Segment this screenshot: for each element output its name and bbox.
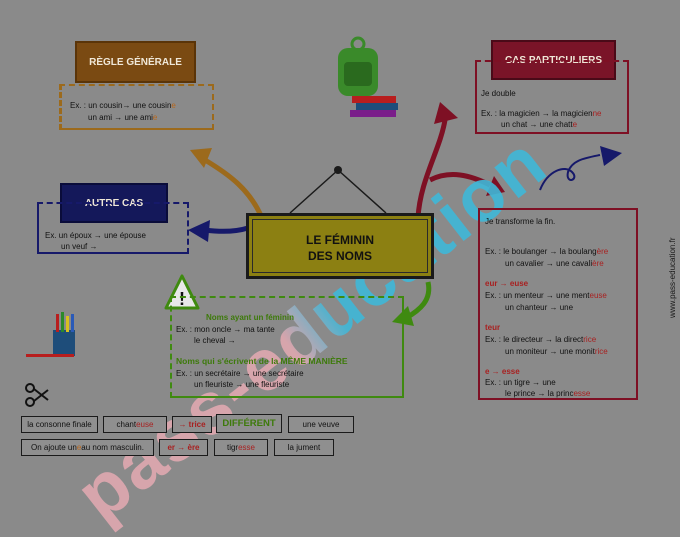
connector-layer: ! [25, 36, 622, 407]
warning-icon: ! [164, 274, 200, 310]
scissors-icon [25, 383, 49, 407]
chip-on-ajoute[interactable]: On ajoute un e au nom masculin. [21, 439, 154, 456]
transform-ex4a: Ex. : un tigre → une [485, 378, 556, 387]
backpack-icon [338, 36, 398, 117]
green-line-1: Ex. : mon oncle → ma tante [176, 325, 275, 334]
autre-cas-box: Ex. un époux → une épouse un veuf → [37, 202, 189, 254]
transform-ex4b: le prince → la princesse [505, 389, 591, 398]
regle-generale-box: Ex. : un cousin→ une cousine un ami → un… [59, 84, 214, 130]
regle-title-text: RÈGLE GÉNÉRALE [89, 56, 182, 68]
arrow-to-regle [203, 157, 265, 219]
arrow-to-cas-head [434, 102, 458, 124]
green-heading-1: Noms ayant un féminin [206, 313, 295, 322]
svg-text:!: ! [179, 289, 185, 309]
cas-particuliers-box: Je double Ex. : la magicien → la magicie… [475, 60, 629, 134]
chip-er-ere[interactable]: er → ère [159, 439, 208, 456]
arrow-to-transform [428, 172, 492, 188]
transform-intro: Je transforme la fin. [485, 217, 556, 226]
side-url: www.pass-education.fr [668, 237, 677, 318]
transform-h2: eur → euse [485, 279, 529, 288]
center-frame: LE FÉMININ DES NOMS [246, 213, 434, 279]
chip-consonne-finale[interactable]: la consonne finale [21, 416, 98, 433]
green-line-4: un fleuriste → une fleuriste [194, 380, 290, 389]
center-title-line-2: DES NOMS [307, 249, 372, 263]
transform-ex2a: Ex. : un menteur → une menteuse [485, 291, 607, 300]
transform-ex1a: Ex. : le boulanger → la boulangère [485, 247, 609, 256]
transform-h3: teur [485, 323, 501, 332]
green-heading-2: Noms qui s'écrivent de la MÊME MANIÈRE [176, 356, 348, 366]
regle-example-2: un ami → une amie [88, 113, 158, 122]
swirl-arrow [539, 154, 601, 191]
arrow-to-transform-head [486, 176, 505, 196]
frame-hanger [289, 166, 387, 214]
arrow-to-autre [204, 225, 249, 234]
transform-ex2b: un chanteur → une [505, 303, 574, 312]
chip-trice[interactable]: → trice [172, 416, 212, 433]
autre-line-2: un veuf → [61, 242, 98, 251]
arrow-to-regle-head [190, 148, 212, 168]
transform-ex1b: un cavalier → une cavalière [505, 259, 604, 268]
cas-line-1: Je double [481, 89, 516, 98]
cas-line-3: un chat → une chatte [501, 120, 578, 129]
chip-la-jument[interactable]: la jument [274, 439, 334, 456]
chip-une-veuve[interactable]: une veuve [288, 416, 354, 433]
arrow-to-cas [415, 119, 448, 219]
regle-example-1: Ex. : un cousin→ une cousine [70, 101, 176, 110]
green-box: Noms ayant un féminin Ex. : mon oncle → … [170, 296, 404, 398]
transform-ex3a: Ex. : le directeur → la directrice [485, 335, 597, 344]
regle-generale-title: RÈGLE GÉNÉRALE [75, 41, 196, 83]
transform-ex3b: un moniteur → une monitrice [505, 347, 608, 356]
center-title-line-1: LE FÉMININ [306, 233, 374, 247]
arrow-to-autre-head [188, 220, 210, 242]
green-line-3: Ex. : un secrétaire → une secrétaire [176, 369, 304, 378]
transform-box: Je transforme la fin. Ex. : le boulanger… [478, 208, 638, 400]
autre-line-1: Ex. un époux → une épouse [45, 231, 146, 240]
chip-different[interactable]: DIFFÉRENT [216, 414, 282, 433]
green-line-2: le cheval → [194, 336, 236, 345]
transform-h4: e → esse [485, 367, 520, 376]
swirl-arrow-head [600, 146, 622, 166]
pencil-cup-icon [26, 312, 75, 357]
cas-line-2: Ex. : la magicien → la magicienne [481, 109, 602, 118]
